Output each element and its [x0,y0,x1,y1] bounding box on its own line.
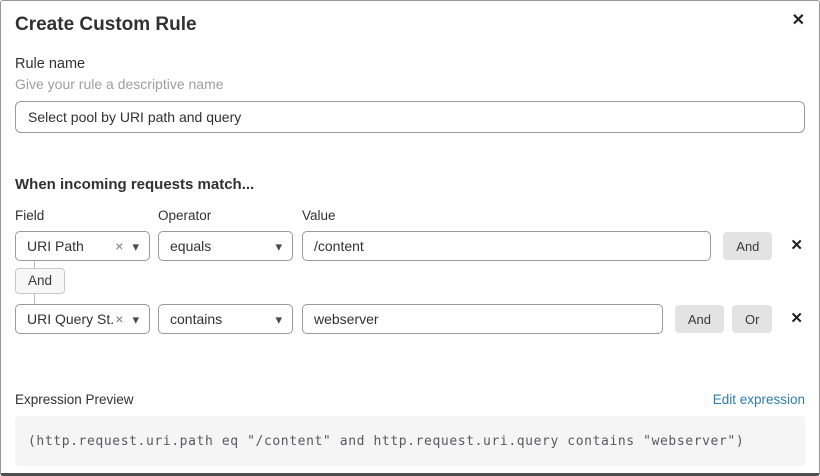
operator-column-label: Operator [158,208,212,223]
connector-line [34,261,35,268]
clear-icon[interactable]: × [115,238,124,254]
add-and-condition-button[interactable]: And [674,305,724,333]
connector-line [34,294,35,304]
delete-condition-icon[interactable]: ✕ [790,237,803,254]
rule-name-section: Rule name Give your rule a descriptive n… [15,55,805,133]
operator-select-value: contains [170,311,223,327]
operator-select[interactable]: equals ▾ [158,231,293,261]
condition-column-labels: Field Operator Value [15,208,805,224]
chevron-down-icon: ▾ [275,311,282,327]
value-column-label: Value [302,208,336,223]
delete-condition-icon[interactable]: ✕ [790,310,803,327]
condition-connector: And [15,261,805,304]
field-select-value: URI Query St... [27,311,116,327]
expression-header: Expression Preview Edit expression [15,391,805,408]
expression-preview-code: (http.request.uri.path eq "/content" and… [28,433,745,449]
condition-row: URI Query St... × ▾ contains ▾ And Or ✕ [15,304,805,334]
close-icon[interactable]: ✕ [791,12,805,29]
dialog-header: Create Custom Rule ✕ [15,13,805,37]
value-input[interactable] [302,304,663,334]
dialog-title: Create Custom Rule [15,14,197,35]
match-section: When incoming requests match... Field Op… [15,176,805,334]
field-select[interactable]: URI Path × ▾ [15,231,150,261]
chevron-down-icon: ▾ [275,238,282,254]
clear-icon[interactable]: × [115,311,124,327]
rule-name-description: Give your rule a descriptive name [15,76,224,92]
add-and-condition-button[interactable]: And [723,232,773,260]
match-heading: When incoming requests match... [15,176,255,193]
chevron-down-icon: ▾ [132,311,139,327]
field-select-value: URI Path [27,238,84,254]
field-column-label: Field [15,208,45,223]
edit-expression-link[interactable]: Edit expression [712,392,805,407]
and-connector-badge[interactable]: And [15,268,66,294]
condition-row: URI Path × ▾ equals ▾ And ✕ [15,231,805,261]
expression-preview-label: Expression Preview [15,392,134,407]
expression-section: Expression Preview Edit expression (http… [15,391,805,466]
operator-select[interactable]: contains ▾ [158,304,293,334]
operator-select-value: equals [170,238,212,254]
add-or-condition-button[interactable]: Or [731,305,773,333]
field-select[interactable]: URI Query St... × ▾ [15,304,150,334]
rule-name-input[interactable] [15,101,805,133]
expression-preview-box: (http.request.uri.path eq "/content" and… [15,416,805,466]
rule-name-label: Rule name [15,56,86,72]
value-input[interactable] [302,231,712,261]
chevron-down-icon: ▾ [132,238,139,254]
